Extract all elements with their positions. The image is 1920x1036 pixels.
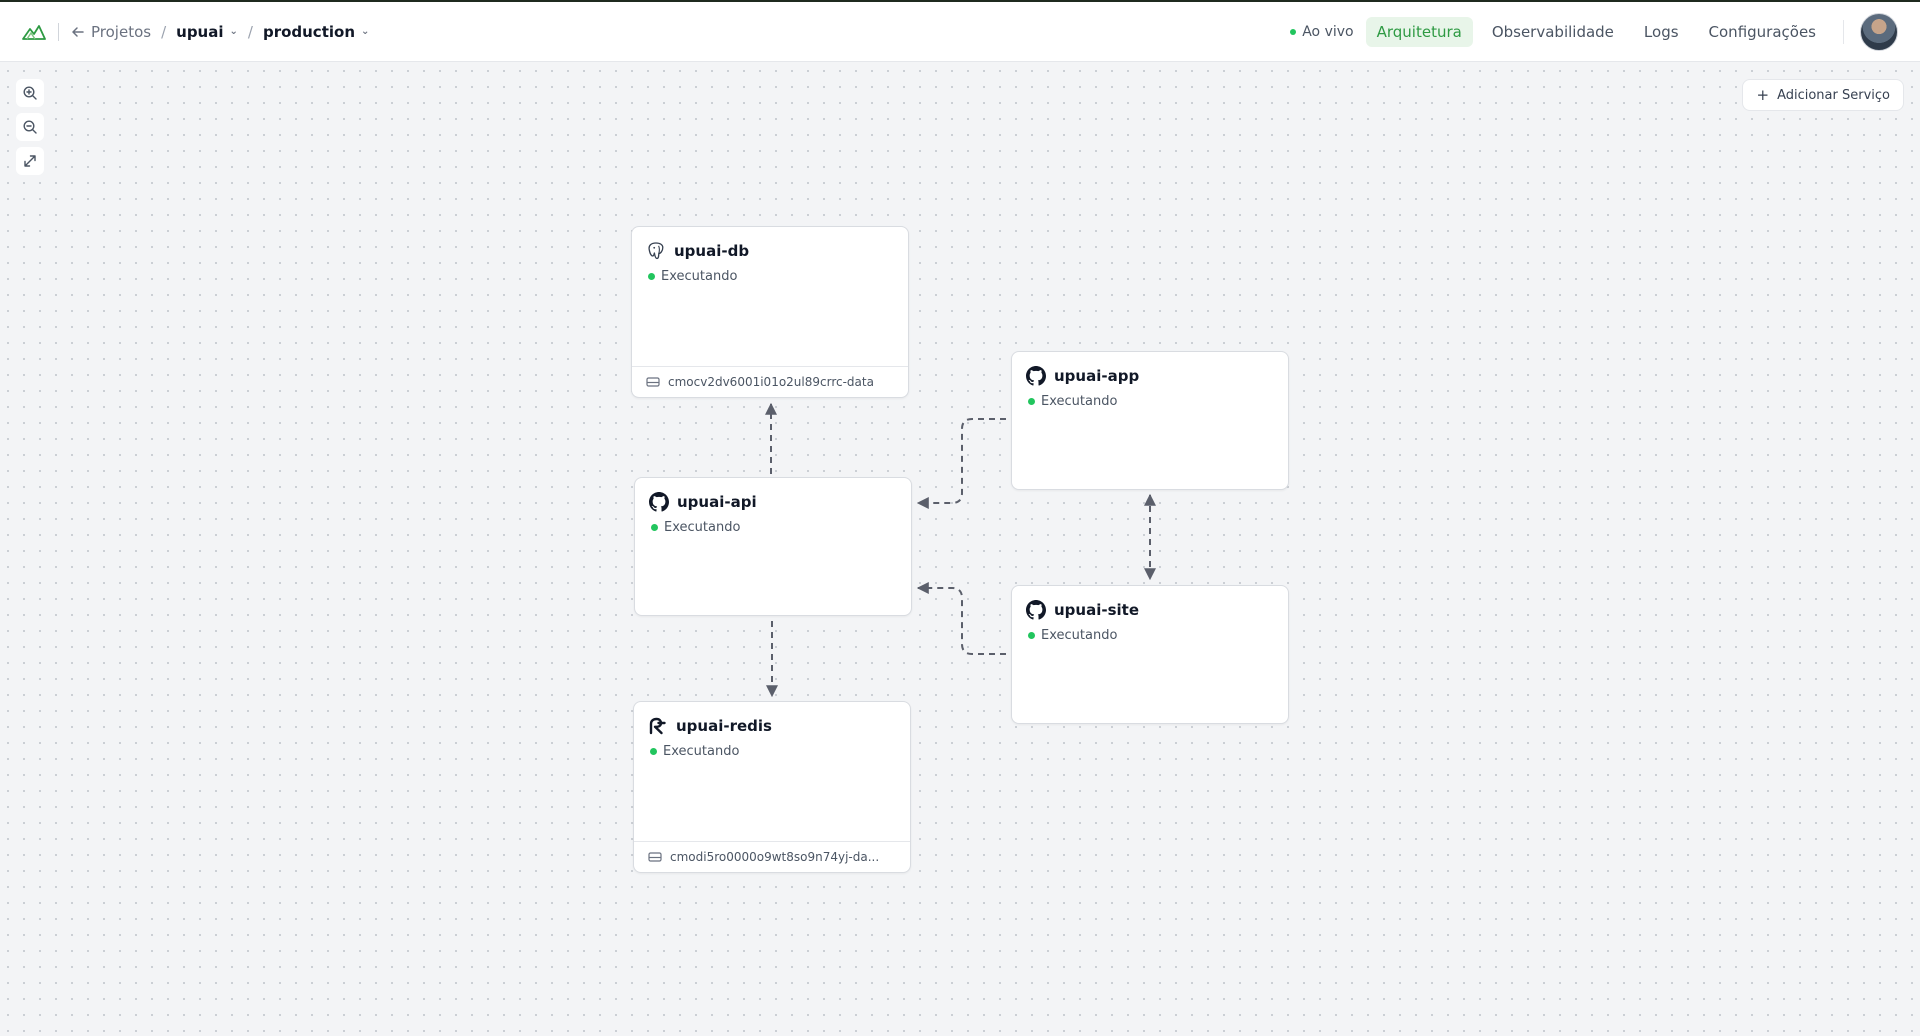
header-divider [1843,19,1844,44]
service-card-upuai-db[interactable]: upuai-db Executando cmocv2dv6001i01o2ul8… [631,226,909,398]
header-nav: Ao vivo Arquitetura Observabilidade Logs… [1290,12,1898,51]
service-card-upuai-redis[interactable]: upuai-redis Executando cmodi5ro0000o9wt8… [633,701,911,873]
environment-selector[interactable]: production ⌄ [263,23,369,41]
add-service-label: Adicionar Serviço [1777,87,1890,103]
volume-icon [646,377,660,387]
user-avatar[interactable] [1860,12,1898,51]
status-dot [1028,398,1035,405]
fit-view-button[interactable] [16,147,44,175]
postgres-icon [648,242,664,260]
service-status: Executando [648,744,896,759]
status-label: Executando [663,744,740,759]
status-dot [650,748,657,755]
status-dot [648,273,655,280]
project-name: upuai [176,22,224,41]
header-divider [58,22,59,41]
chevron-down-icon: ⌄ [229,26,238,37]
service-card-upuai-app[interactable]: upuai-app Executando [1011,351,1289,490]
plus-icon: + [1756,86,1770,104]
arrow-left-icon [72,26,84,37]
status-label: Executando [661,269,738,284]
zoom-out-button[interactable] [16,113,44,141]
status-label: Executando [1041,394,1118,409]
breadcrumb: Projetos / upuai ⌄ / production ⌄ [22,22,369,41]
architecture-canvas[interactable]: + Adicionar Serviço upuai-db [0,63,1920,1036]
redis-icon [649,717,666,735]
tab-arquitetura[interactable]: Arquitetura [1365,16,1473,47]
chevron-down-icon: ⌄ [361,26,370,37]
service-status: Executando [1026,394,1274,409]
breadcrumb-separator: / [247,22,253,41]
tab-logs[interactable]: Logs [1643,22,1679,41]
status-label: Executando [1041,628,1118,643]
volume-name: cmocv2dv6001i01o2ul89crrc-data [668,375,874,389]
status-label: Executando [664,520,741,535]
service-card-upuai-api[interactable]: upuai-api Executando [634,477,912,616]
service-card-upuai-site[interactable]: upuai-site Executando [1011,585,1289,724]
top-header: Projetos / upuai ⌄ / production ⌄ Ao viv… [0,2,1920,62]
zoom-in-button[interactable] [16,79,44,107]
github-icon [1026,600,1046,620]
live-label: Ao vivo [1302,23,1354,40]
tab-configuracoes[interactable]: Configurações [1708,22,1816,41]
zoom-out-icon [23,120,37,134]
service-name: upuai-redis [676,717,772,735]
zoom-controls [16,79,44,175]
projects-label: Projetos [91,22,152,41]
volume-row[interactable]: cmodi5ro0000o9wt8so9n74yj-da... [634,841,910,872]
status-dot [651,524,658,531]
service-connections [765,402,1156,698]
service-status: Executando [1026,628,1274,643]
github-icon [649,492,669,512]
service-name: upuai-api [677,493,757,511]
back-to-projects-link[interactable]: Projetos [71,23,151,41]
expand-icon [24,155,36,167]
service-status: Executando [646,269,894,284]
upuai-logo-icon[interactable] [22,23,46,41]
service-name: upuai-app [1054,367,1140,385]
github-icon [1026,366,1046,386]
edge-site-to-api [916,582,1006,655]
service-name: upuai-db [674,242,750,260]
breadcrumb-separator: / [161,22,167,41]
zoom-in-icon [23,86,37,100]
service-name: upuai-site [1054,601,1139,619]
status-dot [1028,632,1035,639]
project-selector[interactable]: upuai ⌄ [176,23,238,41]
volume-row[interactable]: cmocv2dv6001i01o2ul89crrc-data [632,366,908,397]
volume-icon [648,852,662,862]
edge-app-to-api [916,418,1006,509]
tab-observabilidade[interactable]: Observabilidade [1491,22,1614,41]
volume-name: cmodi5ro0000o9wt8so9n74yj-da... [670,850,880,864]
add-service-button[interactable]: + Adicionar Serviço [1742,79,1904,111]
live-indicator: Ao vivo [1290,23,1354,40]
window-top-border [0,0,1920,2]
service-status: Executando [649,520,897,535]
live-dot [1290,28,1297,35]
environment-name: production [262,22,355,41]
